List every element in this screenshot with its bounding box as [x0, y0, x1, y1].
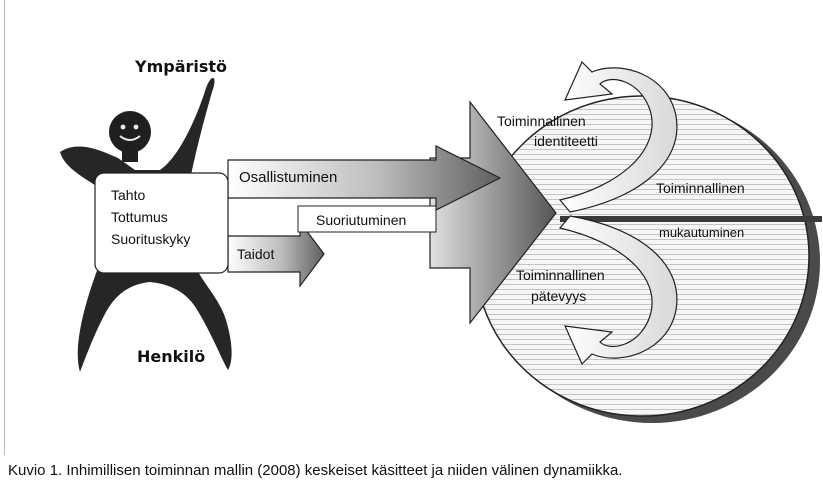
person-label: Henkilö [137, 347, 205, 366]
competence-curl-arrow [558, 215, 678, 366]
skills-arrow [227, 220, 325, 288]
competence-label-1: Toiminnallinen [516, 267, 605, 283]
environment-label: Ympäristö [134, 57, 227, 76]
participation-label: Osallistuminen [239, 169, 337, 186]
competence-label-2: pätevyys [531, 288, 586, 304]
habituation-label: Tottumus [111, 209, 168, 225]
person-figure [60, 77, 232, 372]
participation-arrow [227, 145, 502, 211]
person-box [94, 172, 229, 274]
identity-label-2: identiteetti [534, 133, 598, 149]
identity-curl-arrow [558, 60, 678, 213]
adaptation-label-2: mukautuminen [659, 225, 744, 240]
large-arrow [429, 100, 557, 325]
performance-label: Suoriutuminen [316, 212, 406, 228]
person-head [109, 111, 151, 162]
left-border-line [4, 0, 5, 455]
skills-label: Taidot [237, 246, 274, 262]
identity-label-1: Toiminnallinen [497, 113, 586, 129]
performance-box [297, 205, 437, 233]
figure-caption: Kuvio 1. Inhimillisen toiminnan mallin (… [8, 462, 623, 479]
will-label: Tahto [111, 187, 146, 203]
performance-capacity-label: Suorituskyky [111, 231, 191, 247]
adaptation-label-1: Toiminnallinen [656, 180, 745, 196]
